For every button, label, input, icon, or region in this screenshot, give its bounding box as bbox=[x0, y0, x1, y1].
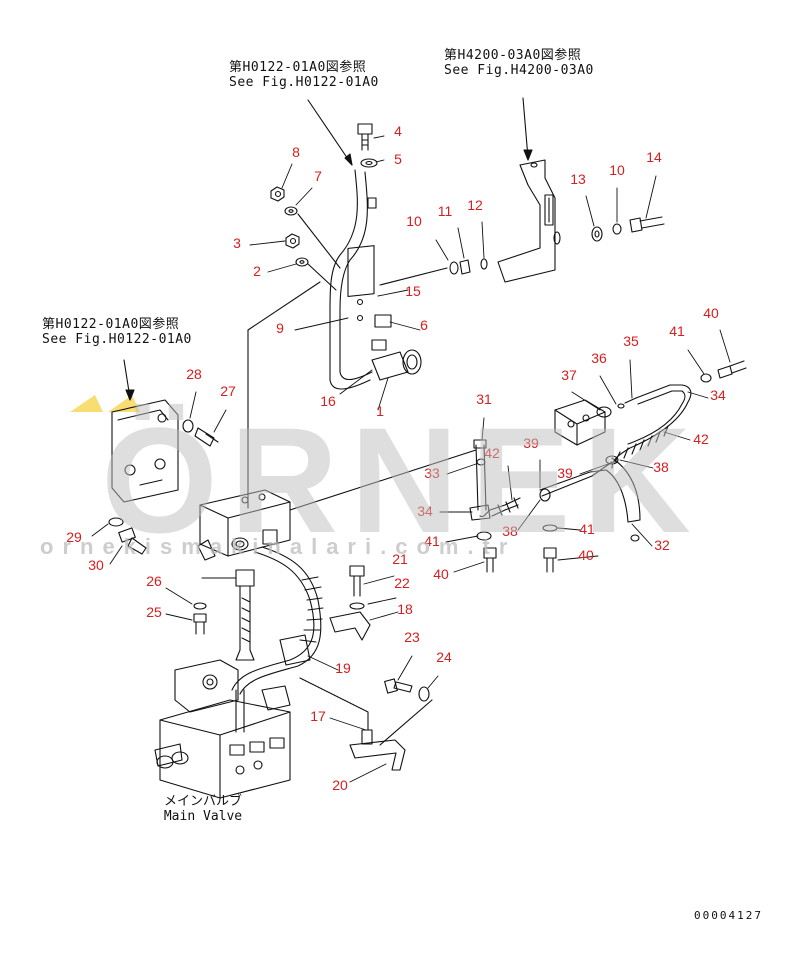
callout-16: 16 bbox=[320, 393, 336, 409]
document-number: 00004127 bbox=[694, 909, 763, 922]
callout-leaders bbox=[91, 135, 731, 783]
callout-38: 38 bbox=[653, 459, 669, 475]
bracket-top-right bbox=[379, 159, 665, 286]
callout-3: 3 bbox=[233, 235, 241, 251]
callout-27: 27 bbox=[220, 383, 236, 399]
reference-top-left-en: See Fig.H0122-01A0 bbox=[229, 75, 379, 90]
callout-13: 13 bbox=[570, 171, 586, 187]
reference-mid-left-jp: 第H0122-01A0図参照 bbox=[42, 317, 180, 332]
callout-25: 25 bbox=[146, 604, 162, 620]
reference-top-right-en: See Fig.H4200-03A0 bbox=[444, 63, 594, 78]
reference-mid-left: 第H0122-01A0図参照 See Fig.H0122-01A0 bbox=[42, 317, 192, 347]
callout-41: 41 bbox=[579, 521, 595, 537]
reference-mid-left-en: See Fig.H0122-01A0 bbox=[42, 332, 192, 347]
callout-41: 41 bbox=[424, 533, 440, 549]
callout-15: 15 bbox=[405, 283, 421, 299]
bolt-4 bbox=[357, 123, 378, 168]
callout-10: 10 bbox=[609, 162, 625, 178]
callout-34: 34 bbox=[710, 387, 726, 403]
callout-35: 35 bbox=[623, 333, 639, 349]
callout-36: 36 bbox=[591, 350, 607, 366]
main-valve-caption-jp: メインバルブ bbox=[163, 794, 242, 809]
callout-6: 6 bbox=[420, 317, 428, 333]
callout-10: 10 bbox=[406, 213, 422, 229]
callout-33: 33 bbox=[424, 465, 440, 481]
callout-37: 37 bbox=[561, 367, 577, 383]
hose-to-main-valve bbox=[201, 546, 324, 695]
callout-8: 8 bbox=[292, 144, 300, 160]
main-valve-caption-en: Main Valve bbox=[163, 809, 243, 824]
callout-40: 40 bbox=[578, 547, 594, 563]
callout-17: 17 bbox=[310, 708, 326, 724]
left-plate-bracket bbox=[108, 399, 219, 555]
reference-top-left: 第H0122-01A0図参照 See Fig.H0122-01A0 bbox=[229, 60, 379, 90]
callout-30: 30 bbox=[88, 557, 104, 573]
callout-5: 5 bbox=[394, 151, 402, 167]
callout-32: 32 bbox=[654, 537, 670, 553]
main-valve-caption: メインバルブ Main Valve bbox=[148, 794, 258, 824]
callout-18: 18 bbox=[397, 601, 413, 617]
callout-40: 40 bbox=[703, 305, 719, 321]
control-valve-block bbox=[197, 281, 477, 561]
reference-top-left-jp: 第H0122-01A0図参照 bbox=[229, 60, 367, 75]
callout-1: 1 bbox=[376, 403, 384, 419]
callout-9: 9 bbox=[276, 320, 284, 336]
callout-41: 41 bbox=[669, 323, 685, 339]
callout-7: 7 bbox=[314, 168, 322, 184]
svg-text:ÖRNEK: ÖRNEK bbox=[101, 396, 703, 564]
reference-leader-lines bbox=[123, 97, 533, 401]
callout-34: 34 bbox=[417, 503, 433, 519]
callout-19: 19 bbox=[335, 660, 351, 676]
callout-11: 11 bbox=[438, 203, 453, 219]
callout-21: 21 bbox=[392, 551, 408, 567]
callout-38: 38 bbox=[502, 523, 518, 539]
callout-2: 2 bbox=[253, 263, 261, 279]
main-valve bbox=[154, 659, 291, 799]
callout-28: 28 bbox=[186, 366, 202, 382]
watermark-url: ornekismakinalari.com.tr bbox=[40, 534, 517, 559]
callout-40: 40 bbox=[433, 566, 449, 582]
callout-12: 12 bbox=[467, 197, 483, 213]
callout-20: 20 bbox=[332, 777, 348, 793]
callout-14: 14 bbox=[646, 149, 662, 165]
watermark-word: ÖRNEK bbox=[101, 396, 703, 564]
callout-29: 29 bbox=[66, 529, 82, 545]
callout-23: 23 bbox=[404, 629, 420, 645]
callout-39: 39 bbox=[557, 465, 573, 481]
reference-top-right-jp: 第H4200-03A0図参照 bbox=[444, 48, 582, 63]
callout-26: 26 bbox=[146, 573, 162, 589]
reference-top-right: 第H4200-03A0図参照 See Fig.H4200-03A0 bbox=[444, 48, 594, 78]
callout-31: 31 bbox=[476, 391, 492, 407]
callout-39: 39 bbox=[523, 435, 539, 451]
callout-4: 4 bbox=[394, 123, 402, 139]
nuts-washers-left bbox=[270, 186, 341, 291]
callout-22: 22 bbox=[394, 575, 410, 591]
lower-fasteners bbox=[193, 565, 433, 771]
lever-pipe-assembly bbox=[329, 169, 422, 390]
callout-24: 24 bbox=[436, 649, 452, 665]
callout-42: 42 bbox=[693, 431, 709, 447]
callout-42: 42 bbox=[484, 445, 500, 461]
